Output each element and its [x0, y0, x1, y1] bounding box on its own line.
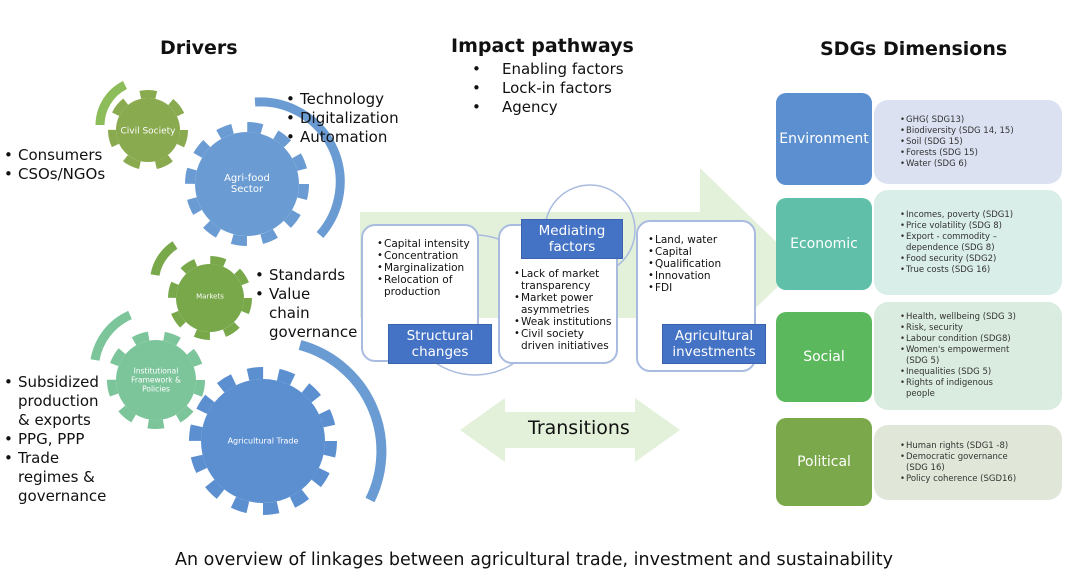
- gear-markets: Markets: [196, 292, 224, 301]
- agricultural-investments-label: Agricultural investments: [662, 324, 766, 364]
- list-item: Food security (SDG2): [900, 254, 1030, 265]
- list-item: Lack of market transparency: [514, 268, 616, 292]
- list-item: True costs (SDG 16): [900, 265, 1030, 276]
- list-item: Lock-in factors: [472, 79, 632, 98]
- list-item: Concentration: [377, 250, 477, 262]
- list-item: Incomes, poverty (SDG1): [900, 210, 1030, 221]
- technology-list: Technology Digitalization Automation: [286, 90, 416, 147]
- list-item: Enabling factors: [472, 60, 632, 79]
- gear-agri-food-sector: Agri-food Sector: [224, 173, 270, 195]
- standards-list: Standards Value chain governance: [255, 266, 357, 342]
- list-item: Rights of indigenous people: [900, 378, 1020, 400]
- consumers-list: Consumers CSOs/NGOs: [4, 146, 124, 184]
- transitions-label: Transitions: [528, 417, 630, 439]
- list-item: Price volatility (SDG 8): [900, 221, 1030, 232]
- gear-icon: [189, 367, 337, 515]
- list-item: Policy coherence (SGD16): [900, 474, 1020, 485]
- list-item: Subsidized production & exports: [4, 373, 114, 430]
- list-item: GHG( SDG13): [900, 115, 1014, 126]
- dimension-social: Social: [776, 312, 872, 402]
- drivers-title: Drivers: [160, 37, 238, 59]
- list-item: CSOs/NGOs: [4, 165, 124, 184]
- list-item: Standards: [255, 266, 355, 285]
- gear-icon: [168, 256, 252, 340]
- caption: An overview of linkages between agricult…: [174, 550, 893, 570]
- curved-arrow: [95, 80, 128, 126]
- impact-title: Impact pathways: [451, 35, 634, 57]
- list-item: Consumers: [4, 146, 124, 165]
- list-item: Women's empowerment (SDG 5): [900, 345, 1020, 367]
- list-item: Digitalization: [286, 109, 416, 128]
- list-item: Labour condition (SDG8): [900, 334, 1020, 345]
- list-item: Water (SDG 6): [900, 159, 1014, 170]
- list-item: Capital: [648, 246, 754, 258]
- list-item: Weak institutions: [514, 316, 616, 328]
- economic-details: Incomes, poverty (SDG1)Price volatility …: [874, 190, 1062, 295]
- dimension-economic: Economic: [776, 198, 872, 290]
- gear-icon: [108, 90, 188, 170]
- list-item: Market power asymmetries: [514, 292, 616, 316]
- impact-list: Enabling factors Lock-in factors Agency: [472, 60, 632, 117]
- sdgs-title: SDGs Dimensions: [820, 38, 1008, 60]
- transitions-arrow: [460, 398, 680, 462]
- list-item: Agency: [472, 98, 632, 117]
- curved-arrow: [150, 241, 178, 277]
- curved-arrow: [298, 340, 387, 503]
- structural-changes-label: Structural changes: [388, 324, 492, 364]
- environment-details: GHG( SDG13)Biodiversity (SDG 14, 15)Soil…: [874, 100, 1062, 184]
- gear-agricultural-trade: Agricultural Trade: [227, 436, 299, 446]
- list-item: Health, wellbeing (SDG 3): [900, 312, 1020, 323]
- list-item: Qualification: [648, 258, 754, 270]
- gear-civil-society: Civil Society: [120, 126, 176, 137]
- list-item: Capital intensity: [377, 238, 477, 250]
- list-item: Democratic governance (SDG 16): [900, 452, 1020, 474]
- social-details: Health, wellbeing (SDG 3)Risk, securityL…: [874, 302, 1062, 410]
- curved-arrow: [90, 310, 132, 361]
- list-item: Soil (SDG 15): [900, 137, 1014, 148]
- list-item: Risk, security: [900, 323, 1020, 334]
- policies-list: Subsidized production & exports PPG, PPP…: [4, 373, 114, 506]
- list-item: Value chain governance: [255, 285, 357, 342]
- list-item: Human rights (SDG1 -8): [900, 441, 1020, 452]
- list-item: Technology: [286, 90, 416, 109]
- dimension-political: Political: [776, 418, 872, 506]
- list-item: Land, water: [648, 234, 754, 246]
- list-item: Export - commodity – dependence (SDG 8): [900, 232, 1030, 254]
- dimension-environment: Environment: [776, 93, 872, 185]
- list-item: Relocation of production: [377, 274, 477, 298]
- list-item: Automation: [286, 128, 416, 147]
- list-item: Innovation: [648, 270, 754, 282]
- list-item: Marginalization: [377, 262, 477, 274]
- list-item: Inequalities (SDG 5): [900, 367, 1020, 378]
- gear-institutional-framework: Institutional Framework & Policies: [131, 366, 181, 394]
- list-item: FDI: [648, 282, 754, 294]
- list-item: Forests (SDG 15): [900, 148, 1014, 159]
- list-item: Biodiversity (SDG 14, 15): [900, 126, 1014, 137]
- list-item: PPG, PPP: [4, 430, 114, 449]
- list-item: Trade regimes & governance: [4, 449, 114, 506]
- gear-icon: [185, 122, 309, 246]
- political-details: Human rights (SDG1 -8)Democratic governa…: [874, 425, 1062, 500]
- mediating-factors-label: Mediating factors: [521, 219, 623, 259]
- list-item: Civil society driven initiatives: [514, 328, 616, 352]
